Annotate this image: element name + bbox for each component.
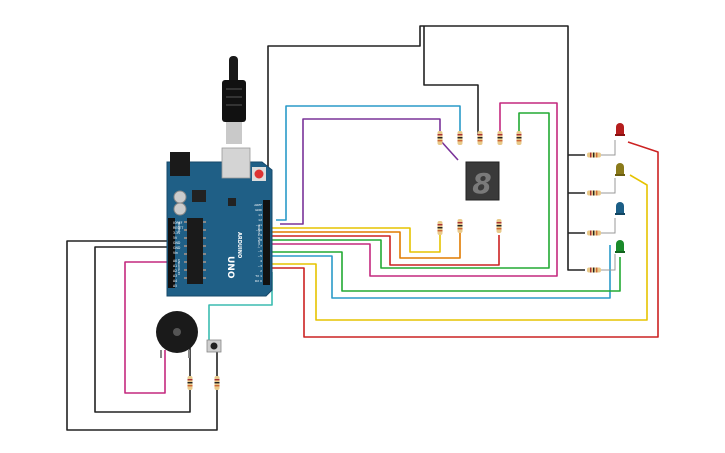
pin-label-a4: A4 xyxy=(173,279,177,283)
wire-green-top xyxy=(272,112,550,269)
pin-label-a2: A2 xyxy=(173,269,177,273)
resistor-icon xyxy=(187,376,193,390)
wire-orange-seg xyxy=(272,230,461,259)
resistor-icon xyxy=(437,221,443,235)
wire-green-led xyxy=(272,251,621,292)
pin-label-ioref: IOREF xyxy=(173,221,183,225)
leds xyxy=(615,123,625,253)
pin-label-a5: A5 xyxy=(173,284,177,288)
arduino-board: ARDUINO UNO IOREF RESET 3.3V 5V GND GND … xyxy=(166,147,273,297)
resistor-icon xyxy=(477,131,483,145)
digital-pin-labels: AREF GND 13 12 ~11 ~10 ~9 8 7 ~6 ~5 4 ~3… xyxy=(254,203,262,283)
wire-black-display-branch xyxy=(423,26,479,135)
section-label-digital: DIGITAL (PWM~) xyxy=(257,225,261,248)
resistor-icon xyxy=(214,376,220,390)
resistor-icon xyxy=(496,219,502,233)
wire-yellow-seg xyxy=(272,227,441,253)
pin-label-d5: ~5 xyxy=(258,254,263,258)
section-label-analog: ANALOG IN xyxy=(177,259,181,275)
wire-magenta-buzzer xyxy=(124,261,167,394)
resistor-icon xyxy=(587,230,601,236)
analog-pin-labels: A0 A1 A2 A3 A4 A5 xyxy=(173,259,177,288)
wire-red-led xyxy=(272,141,659,338)
wire-magenta-top xyxy=(272,102,558,277)
pin-label-reset: RESET xyxy=(173,226,183,230)
wire-black-display-common xyxy=(267,25,585,271)
wires xyxy=(66,25,659,431)
display-digit: 8 xyxy=(472,167,491,200)
pin-label-d12: 12 xyxy=(258,218,262,222)
resistor-icon xyxy=(437,131,443,145)
resistors xyxy=(187,131,601,390)
pin-label-d3: ~3 xyxy=(258,264,263,268)
pin-label-gnd-1: GND xyxy=(173,241,181,245)
pin-label-d10: ~10 xyxy=(256,228,262,232)
pin-label-tx: TX 1 xyxy=(254,274,262,278)
pin-label-5v: 5V xyxy=(173,236,178,240)
buzzer-icon xyxy=(156,311,198,358)
pin-label-d2: 2 xyxy=(260,269,262,273)
pin-label-a1: A1 xyxy=(173,264,177,268)
resistor-icon xyxy=(497,131,503,145)
pin-label-d9: ~9 xyxy=(258,233,263,237)
led-leads xyxy=(601,140,616,271)
pin-label-d11: ~11 xyxy=(256,223,262,227)
pin-label-rx: RX 0 xyxy=(255,279,262,283)
usb-cable-icon xyxy=(222,56,246,144)
resistor-icon xyxy=(587,190,601,196)
pin-label-d8: 8 xyxy=(260,238,262,242)
pushbutton-icon xyxy=(206,339,222,353)
pin-label-aref: AREF xyxy=(254,203,262,207)
board-model-label: UNO xyxy=(225,256,235,279)
led-icon xyxy=(615,123,625,136)
wire-black-button-gnd xyxy=(94,246,191,413)
board-brand-label: ARDUINO xyxy=(236,232,242,258)
pin-label-a3: A3 xyxy=(173,274,177,278)
wire-black-buzzer-gnd xyxy=(66,240,218,431)
resistor-icon xyxy=(587,152,601,158)
led-icon xyxy=(615,202,625,215)
pin-label-a0: A0 xyxy=(173,259,177,263)
pin-label-gnd-2: GND xyxy=(173,246,181,250)
pin-label-3v3: 3.3V xyxy=(173,231,181,235)
seven-segment-icon: 8 xyxy=(465,161,500,201)
pin-label-vin: Vin xyxy=(173,251,178,255)
wire-yellow-led xyxy=(272,174,648,321)
wire-red-seg xyxy=(272,235,500,266)
pin-label-d6: ~6 xyxy=(258,249,263,253)
resistor-icon xyxy=(587,267,601,273)
led-icon xyxy=(615,163,625,176)
pin-label-d7: 7 xyxy=(260,244,262,248)
led-icon xyxy=(615,240,625,253)
power-pin-labels: IOREF RESET 3.3V 5V GND GND Vin xyxy=(173,221,183,255)
resistor-icon xyxy=(516,131,522,145)
pin-label-d4: 4 xyxy=(260,259,262,263)
resistor-icon xyxy=(457,131,463,145)
section-label-power: POWER xyxy=(177,222,181,232)
wire-blue-top xyxy=(276,105,461,221)
pin-label-gnd-d: GND xyxy=(255,208,263,212)
resistor-icon xyxy=(457,219,463,233)
wire-blue-led xyxy=(272,245,611,299)
pin-label-d13: 13 xyxy=(258,213,262,217)
section-labels: POWER ANALOG IN DIGITAL (PWM~) xyxy=(177,222,261,275)
wire-purple-top xyxy=(280,118,459,225)
